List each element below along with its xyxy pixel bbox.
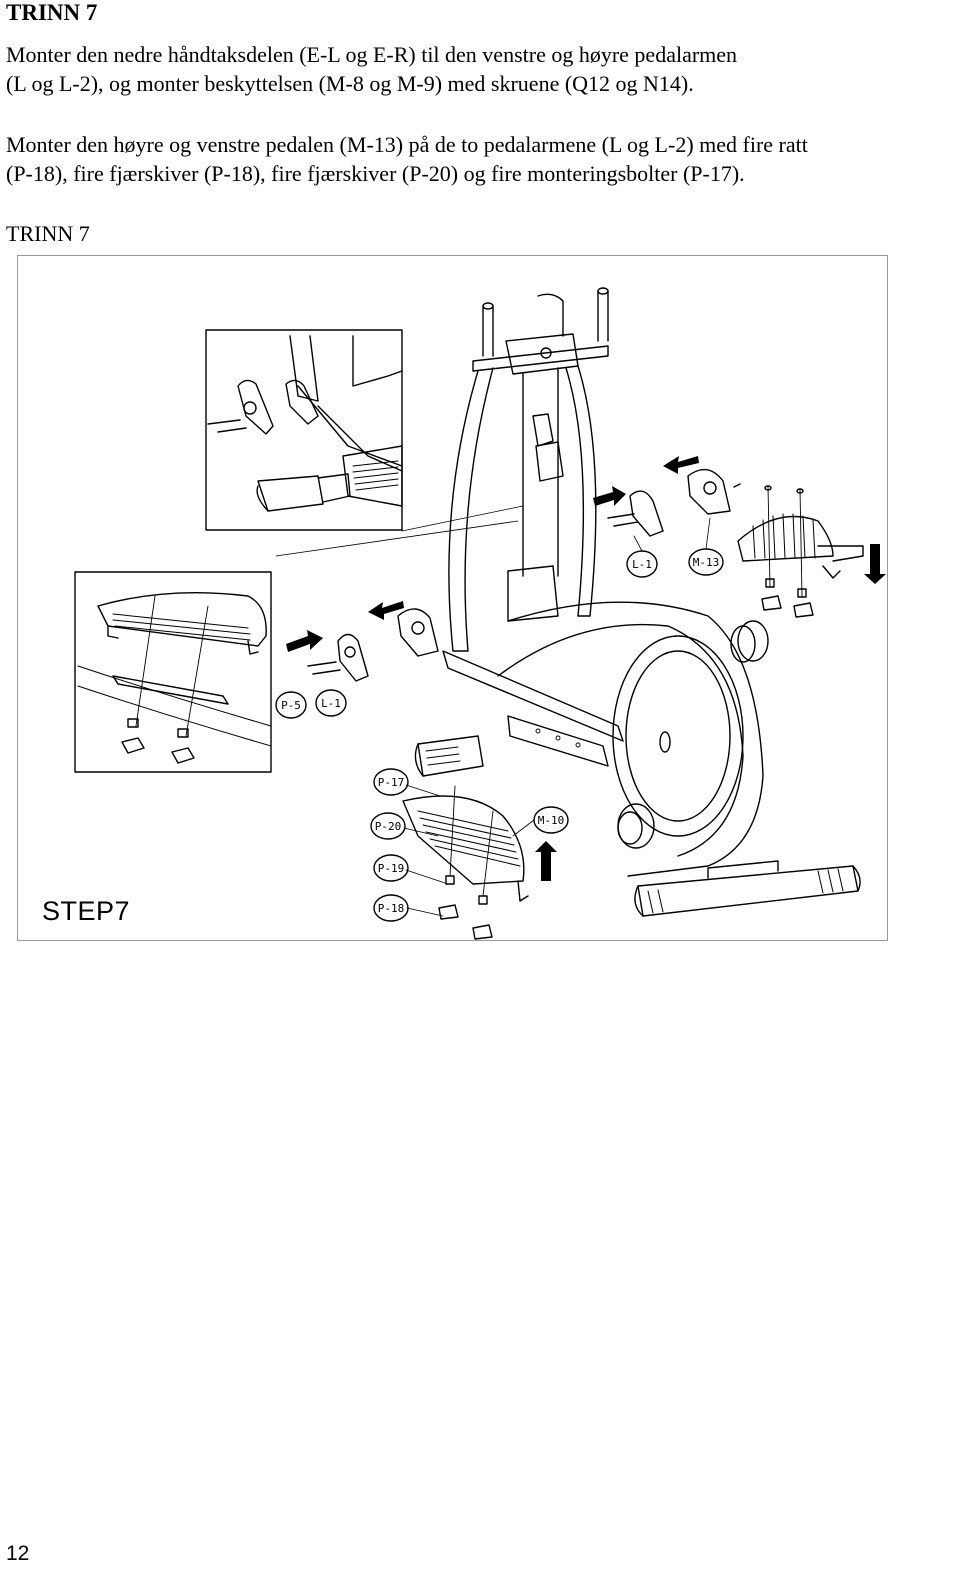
elliptical-trainer (414, 287, 861, 917)
label-p17: P-17 (378, 776, 405, 789)
right-pedal-assembly (607, 468, 864, 618)
label-l1-left: L-1 (321, 697, 341, 710)
label-p20: P-20 (375, 820, 402, 833)
instruction-paragraph-2: Monter den høyre og venstre pedalen (M-1… (6, 130, 808, 188)
label-p19: P-19 (378, 862, 405, 875)
step-label: STEP7 (42, 896, 131, 926)
label-p18: P-18 (378, 902, 405, 915)
direction-arrows (286, 456, 886, 881)
assembly-illustration: L-1 M-13 P-5 L-1 P-17 P-20 P-19 P-18 M-1… (17, 255, 888, 941)
left-bracket-pieces (307, 608, 439, 682)
inset-pedal-underside-detail (74, 571, 272, 773)
label-m10: M-10 (538, 814, 565, 827)
assembly-drawing: L-1 M-13 P-5 L-1 P-17 P-20 P-19 P-18 M-1… (74, 287, 886, 940)
paragraph-1-line-1: Monter den nedre håndtaksdelen (E-L og E… (6, 42, 738, 67)
label-m13: M-13 (693, 556, 720, 569)
front-pedal-assembly (402, 785, 529, 940)
paragraph-1-line-2: (L og L-2), og monter beskyttelsen (M-8 … (6, 71, 694, 96)
instruction-paragraph-1: Monter den nedre håndtaksdelen (E-L og E… (6, 40, 737, 98)
figure-subheading: TRINN 7 (6, 221, 90, 246)
page-number: 12 (6, 1542, 30, 1565)
page-heading: TRINN 7 (6, 0, 98, 25)
label-l1-top: L-1 (632, 558, 652, 571)
part-labels: L-1 M-13 P-5 L-1 P-17 P-20 P-19 P-18 M-1… (275, 517, 724, 922)
paragraph-2-line-2: (P-18), fire fjærskiver (P-18), fire fjæ… (6, 161, 745, 186)
paragraph-2-line-1: Monter den høyre og venstre pedalen (M-1… (6, 132, 808, 157)
inset-pedal-arm-detail (205, 329, 403, 531)
label-p5: P-5 (281, 699, 301, 712)
